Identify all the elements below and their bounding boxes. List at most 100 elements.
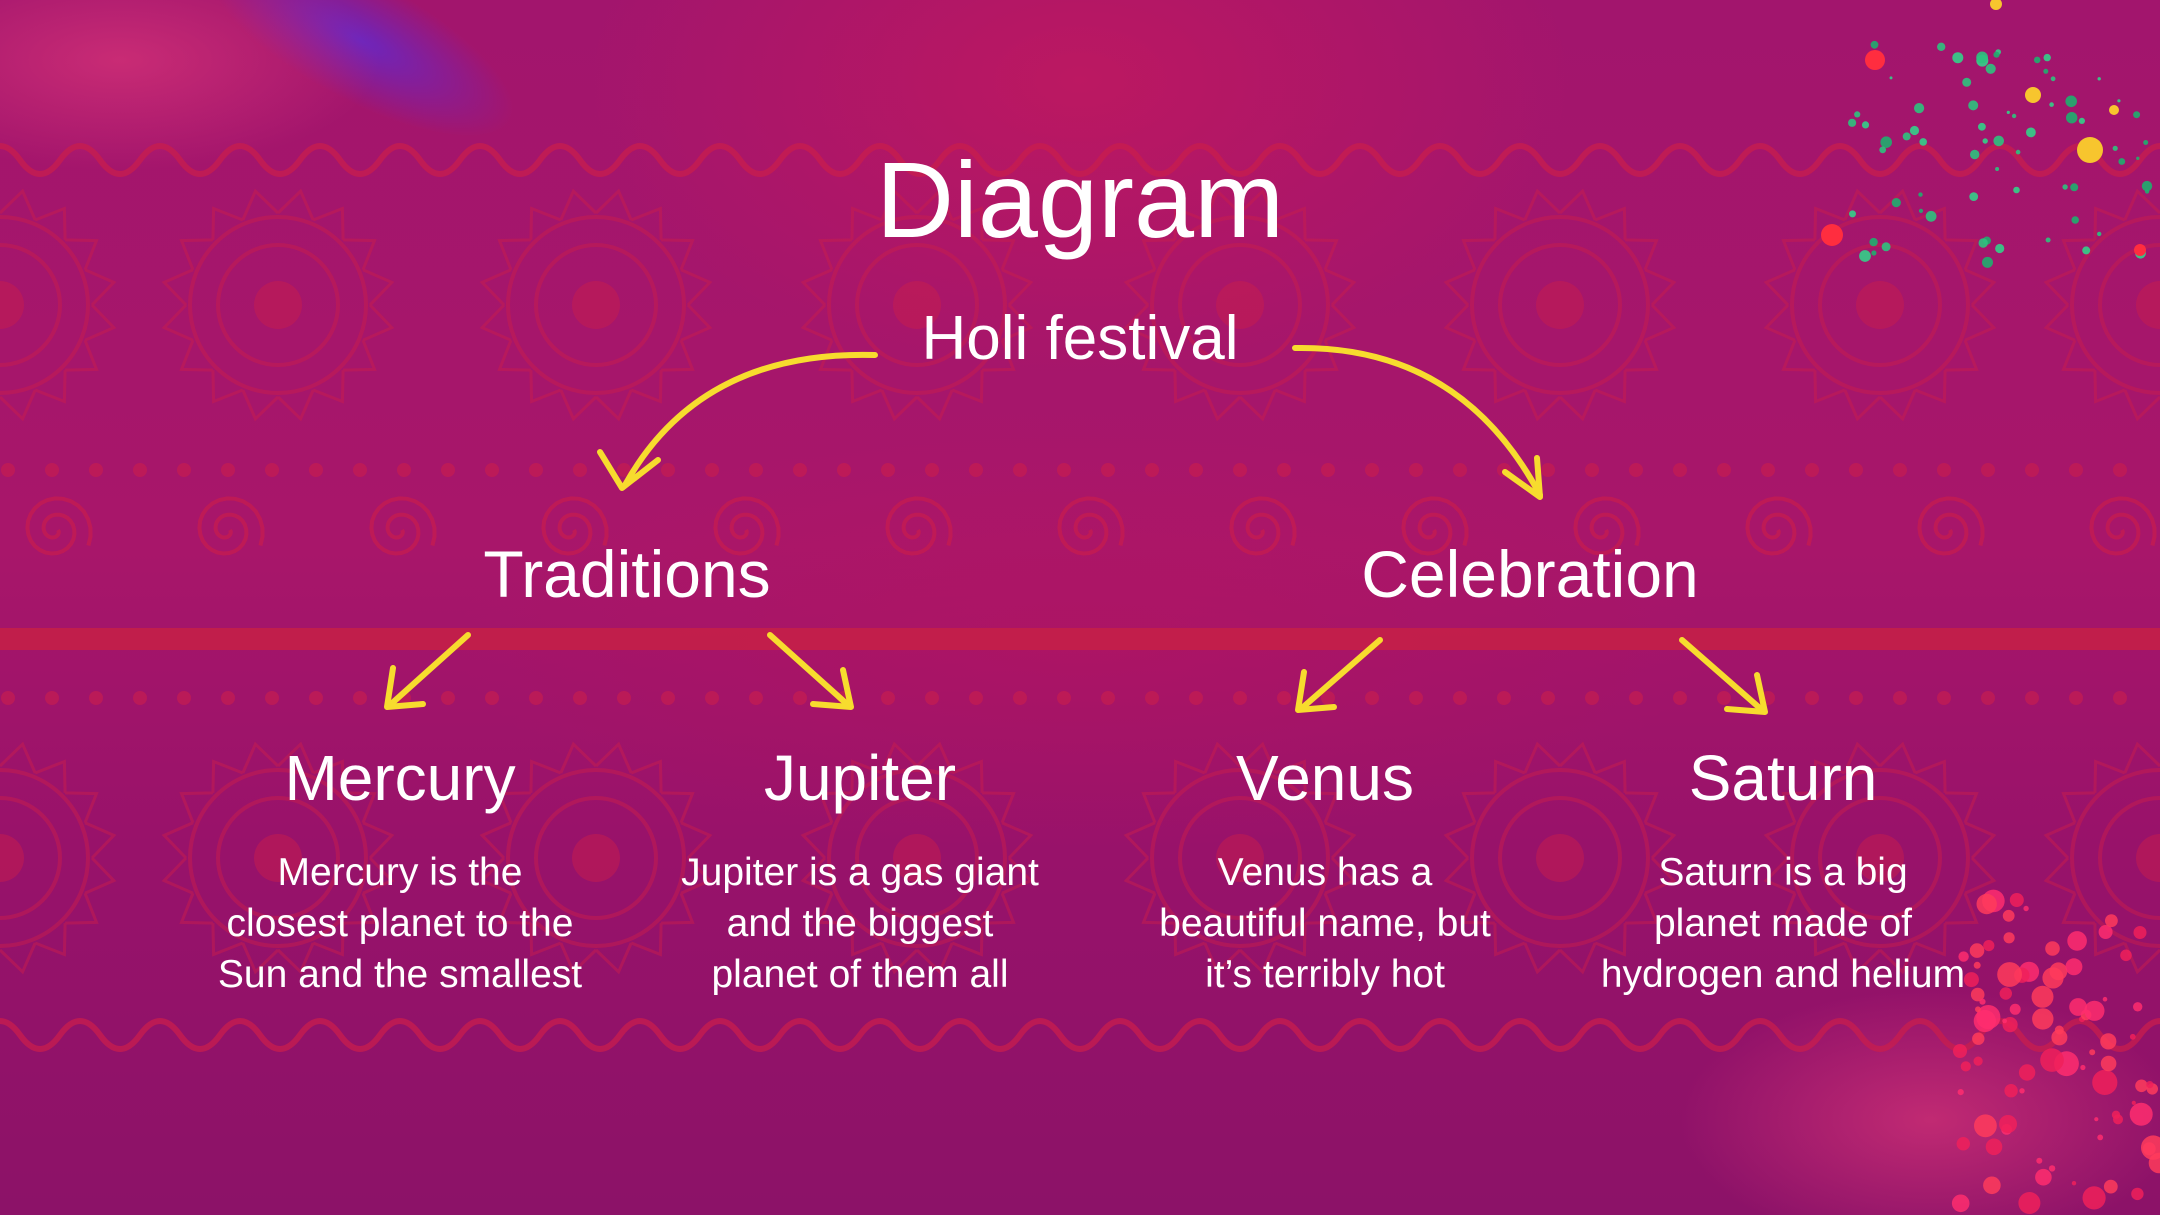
pattern-dot	[1365, 691, 1379, 705]
branch-node-traditions: Traditions	[483, 537, 771, 611]
pattern-dot	[1101, 691, 1115, 705]
pattern-dot	[89, 691, 103, 705]
green-splatter	[1909, 125, 1920, 136]
pink-splatter	[1956, 1137, 1971, 1151]
red-splatter	[1865, 50, 1885, 70]
pink-splatter	[2080, 1064, 2086, 1071]
green-splatter	[1891, 198, 1901, 208]
green-splatter	[1962, 77, 1972, 87]
green-splatter	[1982, 256, 1993, 268]
sun-motif	[479, 741, 713, 975]
pink-splatter	[2019, 1088, 2025, 1094]
description-line: Jupiter is a gas giant	[681, 851, 1039, 894]
pink-splatter	[2129, 1033, 2136, 1040]
pattern-dot	[1233, 691, 1247, 705]
leaf-description-mercury: Mercury is the closest planet to the Sun…	[180, 847, 620, 1000]
pink-splatter	[2018, 1192, 2041, 1214]
arrow-traditions-to-mercury	[384, 632, 471, 710]
pattern-dot	[573, 463, 587, 477]
leaf-description-jupiter: Jupiter is a gas giant and the biggest p…	[640, 847, 1080, 1000]
pattern-dot	[177, 691, 191, 705]
pattern-dot	[1101, 463, 1115, 477]
green-splatter	[1854, 111, 1861, 118]
green-splatter	[2133, 111, 2141, 119]
pattern-dot	[441, 463, 455, 477]
pink-splatter	[2082, 1186, 2106, 1210]
pink-splatter	[1960, 1061, 1971, 1072]
pattern-dot	[881, 691, 895, 705]
pink-splatter	[2004, 1084, 2018, 1098]
leaf-description-saturn: Saturn is a big planet made of hydrogen …	[1563, 847, 2003, 1000]
green-splatter	[1881, 242, 1891, 252]
pink-splatter	[2036, 1157, 2043, 1164]
pattern-dot	[1937, 691, 1951, 705]
pink-splatter	[2023, 905, 2029, 912]
spiral-motif	[1057, 496, 1125, 556]
green-splatter	[2097, 231, 2102, 237]
green-splatter	[2144, 189, 2150, 194]
sun-motif	[479, 188, 713, 422]
green-splatter	[2070, 183, 2079, 192]
red-splatter	[2134, 244, 2146, 256]
pattern-dot	[265, 463, 279, 477]
sun-motif	[800, 188, 1034, 422]
pattern-dot	[397, 463, 411, 477]
description-line: Saturn is a big	[1658, 851, 1908, 894]
pattern-dot	[1321, 463, 1335, 477]
pattern-dot	[2069, 691, 2083, 705]
pattern-dot	[1585, 691, 1599, 705]
red-splatter	[1821, 224, 1843, 246]
sun-motif	[161, 188, 395, 422]
description-line: closest planet to the	[226, 902, 574, 945]
green-splatter	[2071, 216, 2079, 224]
pattern-dot	[1189, 691, 1203, 705]
pattern-dot	[45, 691, 59, 705]
pink-splatter	[2141, 1135, 2160, 1160]
green-splatter	[2118, 158, 2126, 165]
pink-splatter	[2089, 1049, 2096, 1056]
pink-splatter	[2018, 1064, 2036, 1081]
green-splatter	[2082, 246, 2091, 255]
arrow-celebration-to-venus	[1295, 637, 1383, 713]
pink-splatter	[1999, 1115, 2017, 1133]
pattern-dot	[1629, 691, 1643, 705]
sun-motif	[1763, 741, 1997, 975]
green-splatter	[2015, 149, 2021, 155]
green-splatter	[1902, 132, 1911, 141]
description-line: Sun and the smallest	[217, 953, 583, 996]
pattern-dot	[1189, 463, 1203, 477]
pattern-dot	[529, 691, 543, 705]
paint-splatters	[1821, 0, 2160, 1214]
pattern-dot	[353, 691, 367, 705]
pattern-dot	[1805, 691, 1819, 705]
pink-splatter	[2131, 1100, 2136, 1105]
pink-splatter	[2067, 931, 2087, 951]
pink-splatter	[1976, 1005, 2001, 1030]
pattern-dot	[2025, 463, 2039, 477]
sun-motif	[161, 741, 395, 975]
pattern-dot	[925, 691, 939, 705]
pattern-dot	[1981, 463, 1995, 477]
leaf-title-saturn: Saturn	[1688, 742, 1878, 814]
pattern-dot	[837, 463, 851, 477]
pink-splatter	[2100, 1055, 2117, 1072]
root-node-label: Holi festival	[921, 304, 1239, 373]
pink-splatter	[1973, 1056, 1983, 1066]
pattern-dot	[309, 691, 323, 705]
dot-rows	[1, 463, 2127, 705]
wavy-line	[0, 1018, 2160, 1052]
pink-splatter	[2098, 925, 2113, 939]
pattern-dot	[1673, 463, 1687, 477]
pattern-dot	[661, 463, 675, 477]
pattern-dot	[441, 691, 455, 705]
pattern-dot	[1365, 463, 1379, 477]
pattern-dot	[705, 463, 719, 477]
pattern-dot	[1893, 463, 1907, 477]
green-splatter	[1995, 167, 2000, 171]
green-splatter	[1861, 121, 1870, 129]
spiral-motif	[1229, 496, 1297, 556]
green-splatter	[1978, 122, 1986, 131]
green-splatter	[2136, 156, 2140, 160]
spiral-motif	[25, 496, 93, 556]
pattern-dot	[1013, 691, 1027, 705]
